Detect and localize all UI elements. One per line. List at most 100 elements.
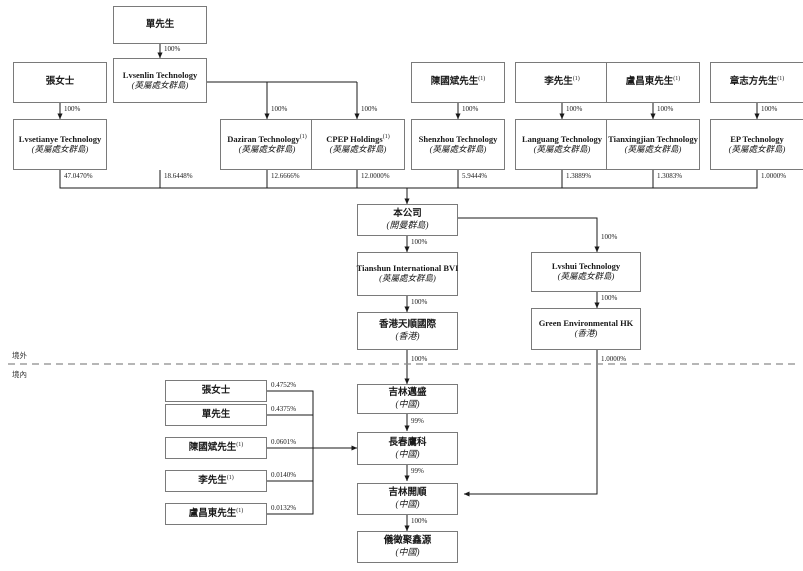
node-yizheng-juxinyuan[interactable]: 儀徵聚鑫源 (中國) <box>357 531 458 563</box>
edge-label-chen-to-shenzhou: 100% <box>462 105 479 113</box>
node-zhang-ms-bottom[interactable]: 張女士 <box>165 380 267 402</box>
zone-label-onshore: 境內 <box>12 370 27 379</box>
node-label: 盧昌東先生(1) <box>188 507 244 520</box>
zone-label-offshore: 境外 <box>12 351 27 360</box>
node-label: 單先生 <box>201 409 231 420</box>
node-label: 李先生(1) <box>544 76 580 88</box>
edge-label-li-btm-to-yingke: 0.0140% <box>271 471 297 479</box>
edge-label-cpep-to-company: 12.0000% <box>361 172 390 180</box>
node-label-en: Tianxingjian Technology <box>608 133 698 144</box>
edge-label-languang-to-company: 1.3889% <box>566 172 592 180</box>
node-jilin-maisheng[interactable]: 吉林邁盛 (中國) <box>357 384 458 414</box>
node-jurisdiction: (英屬處女群島) <box>624 143 682 154</box>
footnote-marker: (1) <box>236 441 244 448</box>
node-label: 單先生 <box>145 19 175 30</box>
footnote-marker: (1) <box>226 474 234 481</box>
node-label: 吉林開順 <box>388 488 427 499</box>
edge-label-daziran-to-company: 12.6666% <box>271 172 300 180</box>
node-tianxingjian-technology[interactable]: Tianxingjian Technology (英屬處女群島) <box>606 119 700 170</box>
edge-label-tianshun-to-hk: 100% <box>411 298 428 306</box>
node-jurisdiction: (開曼群島) <box>386 220 429 231</box>
node-li-mr[interactable]: 李先生(1) <box>515 62 609 103</box>
edge-label-li-to-languang: 100% <box>566 105 583 113</box>
edge-label-zhang-to-lvsetianye: 100% <box>64 105 81 113</box>
node-li-mr-bottom[interactable]: 李先生(1) <box>165 470 267 492</box>
node-label: 陳國斌先生(1) <box>188 441 244 454</box>
edge-label-yingke-to-kaishun: 99% <box>411 467 424 475</box>
node-zhang-zhifang-mr[interactable]: 章志方先生(1) <box>710 62 803 103</box>
node-label: 張女士 <box>45 77 75 88</box>
edge-label-shan-to-lvsenlin: 100% <box>164 45 181 53</box>
footnote-marker: (1) <box>478 76 486 83</box>
node-jurisdiction: (英屬處女群島) <box>329 143 387 154</box>
edge-label-lu-btm-to-yingke: 0.0132% <box>271 504 297 512</box>
node-jilin-kaishun[interactable]: 吉林開順 (中國) <box>357 483 458 515</box>
node-chen-guobin-mr-bottom[interactable]: 陳國斌先生(1) <box>165 437 267 459</box>
node-lu-changdong-mr-bottom[interactable]: 盧昌東先生(1) <box>165 503 267 525</box>
node-shan-mr-bottom[interactable]: 單先生 <box>165 404 267 426</box>
node-lu-changdong-mr[interactable]: 盧昌東先生(1) <box>606 62 700 103</box>
node-label-en: Lvshui Technology <box>551 261 621 272</box>
node-shenzhou-technology[interactable]: Shenzhou Technology (英屬處女群島) <box>411 119 505 170</box>
edge-label-maisheng-to-yingke: 99% <box>411 417 424 425</box>
node-jurisdiction: (英屬處女群島) <box>131 79 189 90</box>
node-label-en: Tianshun International BVI <box>356 263 459 274</box>
edge-label-lvsenlin-to-daziran: 100% <box>271 105 288 113</box>
node-chen-guobin-mr[interactable]: 陳國斌先生(1) <box>411 62 505 103</box>
node-label-en: Daziran Technology(1) <box>227 134 307 145</box>
node-label-en: Languang Technology <box>521 133 603 144</box>
edge-label-chen-btm-to-yingke: 0.0601% <box>271 438 297 446</box>
edge-label-company-to-lvshui: 100% <box>601 233 618 241</box>
node-jurisdiction: (中國) <box>395 547 420 558</box>
node-jurisdiction: (英屬處女群島) <box>557 271 615 281</box>
node-label: 章志方先生(1) <box>729 76 785 88</box>
edge-label-lvshui-to-green: 100% <box>601 294 618 302</box>
node-tianshun-international-bvi[interactable]: Tianshun International BVI (英屬處女群島) <box>357 252 458 296</box>
footnote-marker: (1) <box>572 76 580 83</box>
node-label: 李先生(1) <box>198 474 234 487</box>
node-jurisdiction: (中國) <box>395 448 420 459</box>
node-lvsenlin-technology[interactable]: Lvsenlin Technology (英屬處女群島) <box>113 58 207 103</box>
node-jurisdiction: (中國) <box>395 399 420 410</box>
node-jurisdiction: (英屬處女群島) <box>31 143 89 154</box>
node-label-en: Lvsetianye Technology <box>18 133 102 144</box>
edge-label-ep-to-company: 1.0000% <box>761 172 787 180</box>
node-jurisdiction: (英屬處女群島) <box>533 143 591 154</box>
edge-label-shenzhou-to-company: 5.9444% <box>462 172 488 180</box>
node-shan-mr-top[interactable]: 單先生 <box>113 6 207 44</box>
edge-label-lvsenlin-to-company: 18.6448% <box>164 172 193 180</box>
node-label: 儀徵聚鑫源 <box>383 536 432 547</box>
node-label: 本公司 <box>393 209 422 220</box>
node-lvsetianye-technology[interactable]: Lvsetianye Technology (英屬處女群島) <box>13 119 107 170</box>
node-lvshui-technology[interactable]: Lvshui Technology (英屬處女群島) <box>531 252 641 292</box>
node-jurisdiction: (中國) <box>395 499 420 510</box>
node-zhang-ms-top[interactable]: 張女士 <box>13 62 107 103</box>
footnote-marker: (1) <box>236 507 244 514</box>
node-green-environmental-hk[interactable]: Green Environmental HK (香港) <box>531 308 641 350</box>
node-the-company[interactable]: 本公司 (開曼群島) <box>357 204 458 236</box>
footnote-marker: (1) <box>777 76 785 83</box>
edge-label-green-to-kaishun: 1.0000% <box>601 355 627 363</box>
node-hk-tianshun-international[interactable]: 香港天順國際 (香港) <box>357 312 458 350</box>
edge-label-zhangzf-to-ep: 100% <box>761 105 778 113</box>
node-cpep-holdings[interactable]: CPEP Holdings(1) (英屬處女群島) <box>311 119 405 170</box>
node-label-en: Green Environmental HK <box>538 318 634 329</box>
node-changchun-yingke[interactable]: 長春鷹科 (中國) <box>357 432 458 465</box>
node-label: 陳國斌先生(1) <box>430 76 486 88</box>
node-label-en: Lvsenlin Technology <box>122 69 198 80</box>
edge-label-zhang-btm-to-yingke: 0.4752% <box>271 381 297 389</box>
node-ep-technology[interactable]: EP Technology (英屬處女群島) <box>710 119 803 170</box>
edge-label-company-to-tianshun: 100% <box>411 238 428 246</box>
node-label-en: CPEP Holdings(1) <box>326 134 390 145</box>
edge-label-lu-to-tianxingjian: 100% <box>657 105 674 113</box>
node-daziran-technology[interactable]: Daziran Technology(1) (英屬處女群島) <box>220 119 314 170</box>
node-jurisdiction: (英屬處女群島) <box>429 143 487 154</box>
edge-label-lvsetianye-to-company: 47.0470% <box>64 172 93 180</box>
node-jurisdiction: (英屬處女群島) <box>379 273 436 283</box>
footnote-marker: (1) <box>382 134 390 141</box>
node-languang-technology[interactable]: Languang Technology (英屬處女群島) <box>515 119 609 170</box>
edge-label-lvsenlin-to-cpep: 100% <box>361 105 378 113</box>
node-label: 盧昌東先生(1) <box>625 76 681 88</box>
node-label: 香港天順國際 <box>378 320 436 331</box>
